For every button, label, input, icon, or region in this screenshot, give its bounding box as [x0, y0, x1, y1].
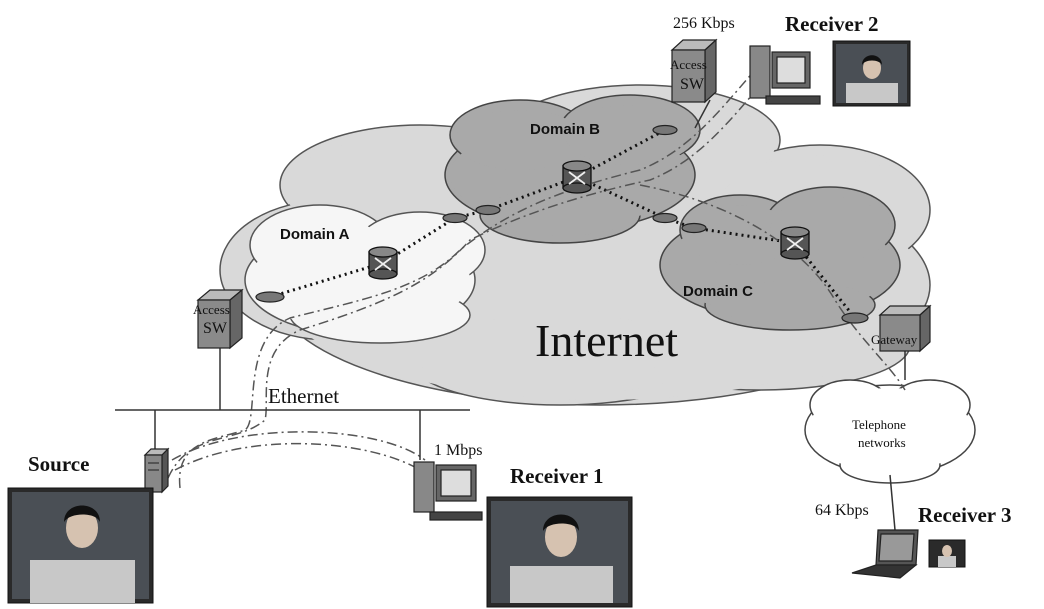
access-switch-top-icon [670, 38, 718, 104]
router-icon [475, 204, 501, 216]
access-sw-top-label-line2: SW [680, 76, 704, 93]
access-switch-left-icon [196, 288, 244, 350]
domain-b-label: Domain B [530, 121, 601, 138]
access-sw-left-label-line1: Access [193, 302, 230, 317]
ethernet-label: Ethernet [268, 384, 340, 408]
core-switch-icon [368, 246, 398, 280]
gateway-icon [878, 304, 932, 353]
access-sw-left-label-line2: SW [203, 320, 227, 337]
domain-c-cloud [659, 186, 901, 331]
routers [255, 124, 869, 324]
gateway-label: Gateway [871, 332, 918, 347]
internet-label: Internet [535, 315, 679, 366]
source-server-icon [143, 447, 170, 494]
receiver1-pc-icon [413, 461, 483, 521]
receiver2-label: Receiver 2 [785, 12, 879, 36]
source-video-frame [7, 487, 154, 604]
receiver2-rate-label: 256 Kbps [673, 15, 735, 32]
source-label: Source [28, 452, 90, 476]
domain-c-label: Domain C [683, 283, 754, 300]
router-icon [681, 222, 707, 234]
receiver2-video-frame [832, 40, 911, 107]
router-icon [255, 291, 285, 303]
access-links [115, 99, 906, 531]
receiver3-video-frame [928, 539, 966, 568]
domain-b-cloud [444, 94, 701, 244]
router-icon [841, 312, 869, 324]
domain-a-cloud [244, 204, 486, 344]
receiver3-rate-label: 64 Kbps [815, 502, 869, 519]
telephone-label-line2: networks [858, 435, 906, 450]
core-switch-icon [780, 226, 810, 260]
domain-a-label: Domain A [280, 226, 350, 243]
router-icon [652, 212, 678, 224]
receiver1-video-frame [486, 496, 633, 608]
receiver3-label: Receiver 3 [918, 503, 1012, 527]
access-sw-top-label-line1: Access [670, 57, 707, 72]
receiver3-laptop-icon [851, 529, 919, 579]
telephone-cloud [804, 379, 976, 484]
receiver1-label: Receiver 1 [510, 464, 604, 488]
receiver2-pc-icon [749, 45, 821, 105]
router-icon [442, 212, 468, 224]
telephone-label-line1: Telephone [852, 417, 906, 432]
router-icon [652, 124, 678, 136]
multicast-flows [167, 69, 906, 489]
receiver1-rate-label: 1 Mbps [434, 442, 483, 459]
core-switch-icon [562, 160, 592, 194]
